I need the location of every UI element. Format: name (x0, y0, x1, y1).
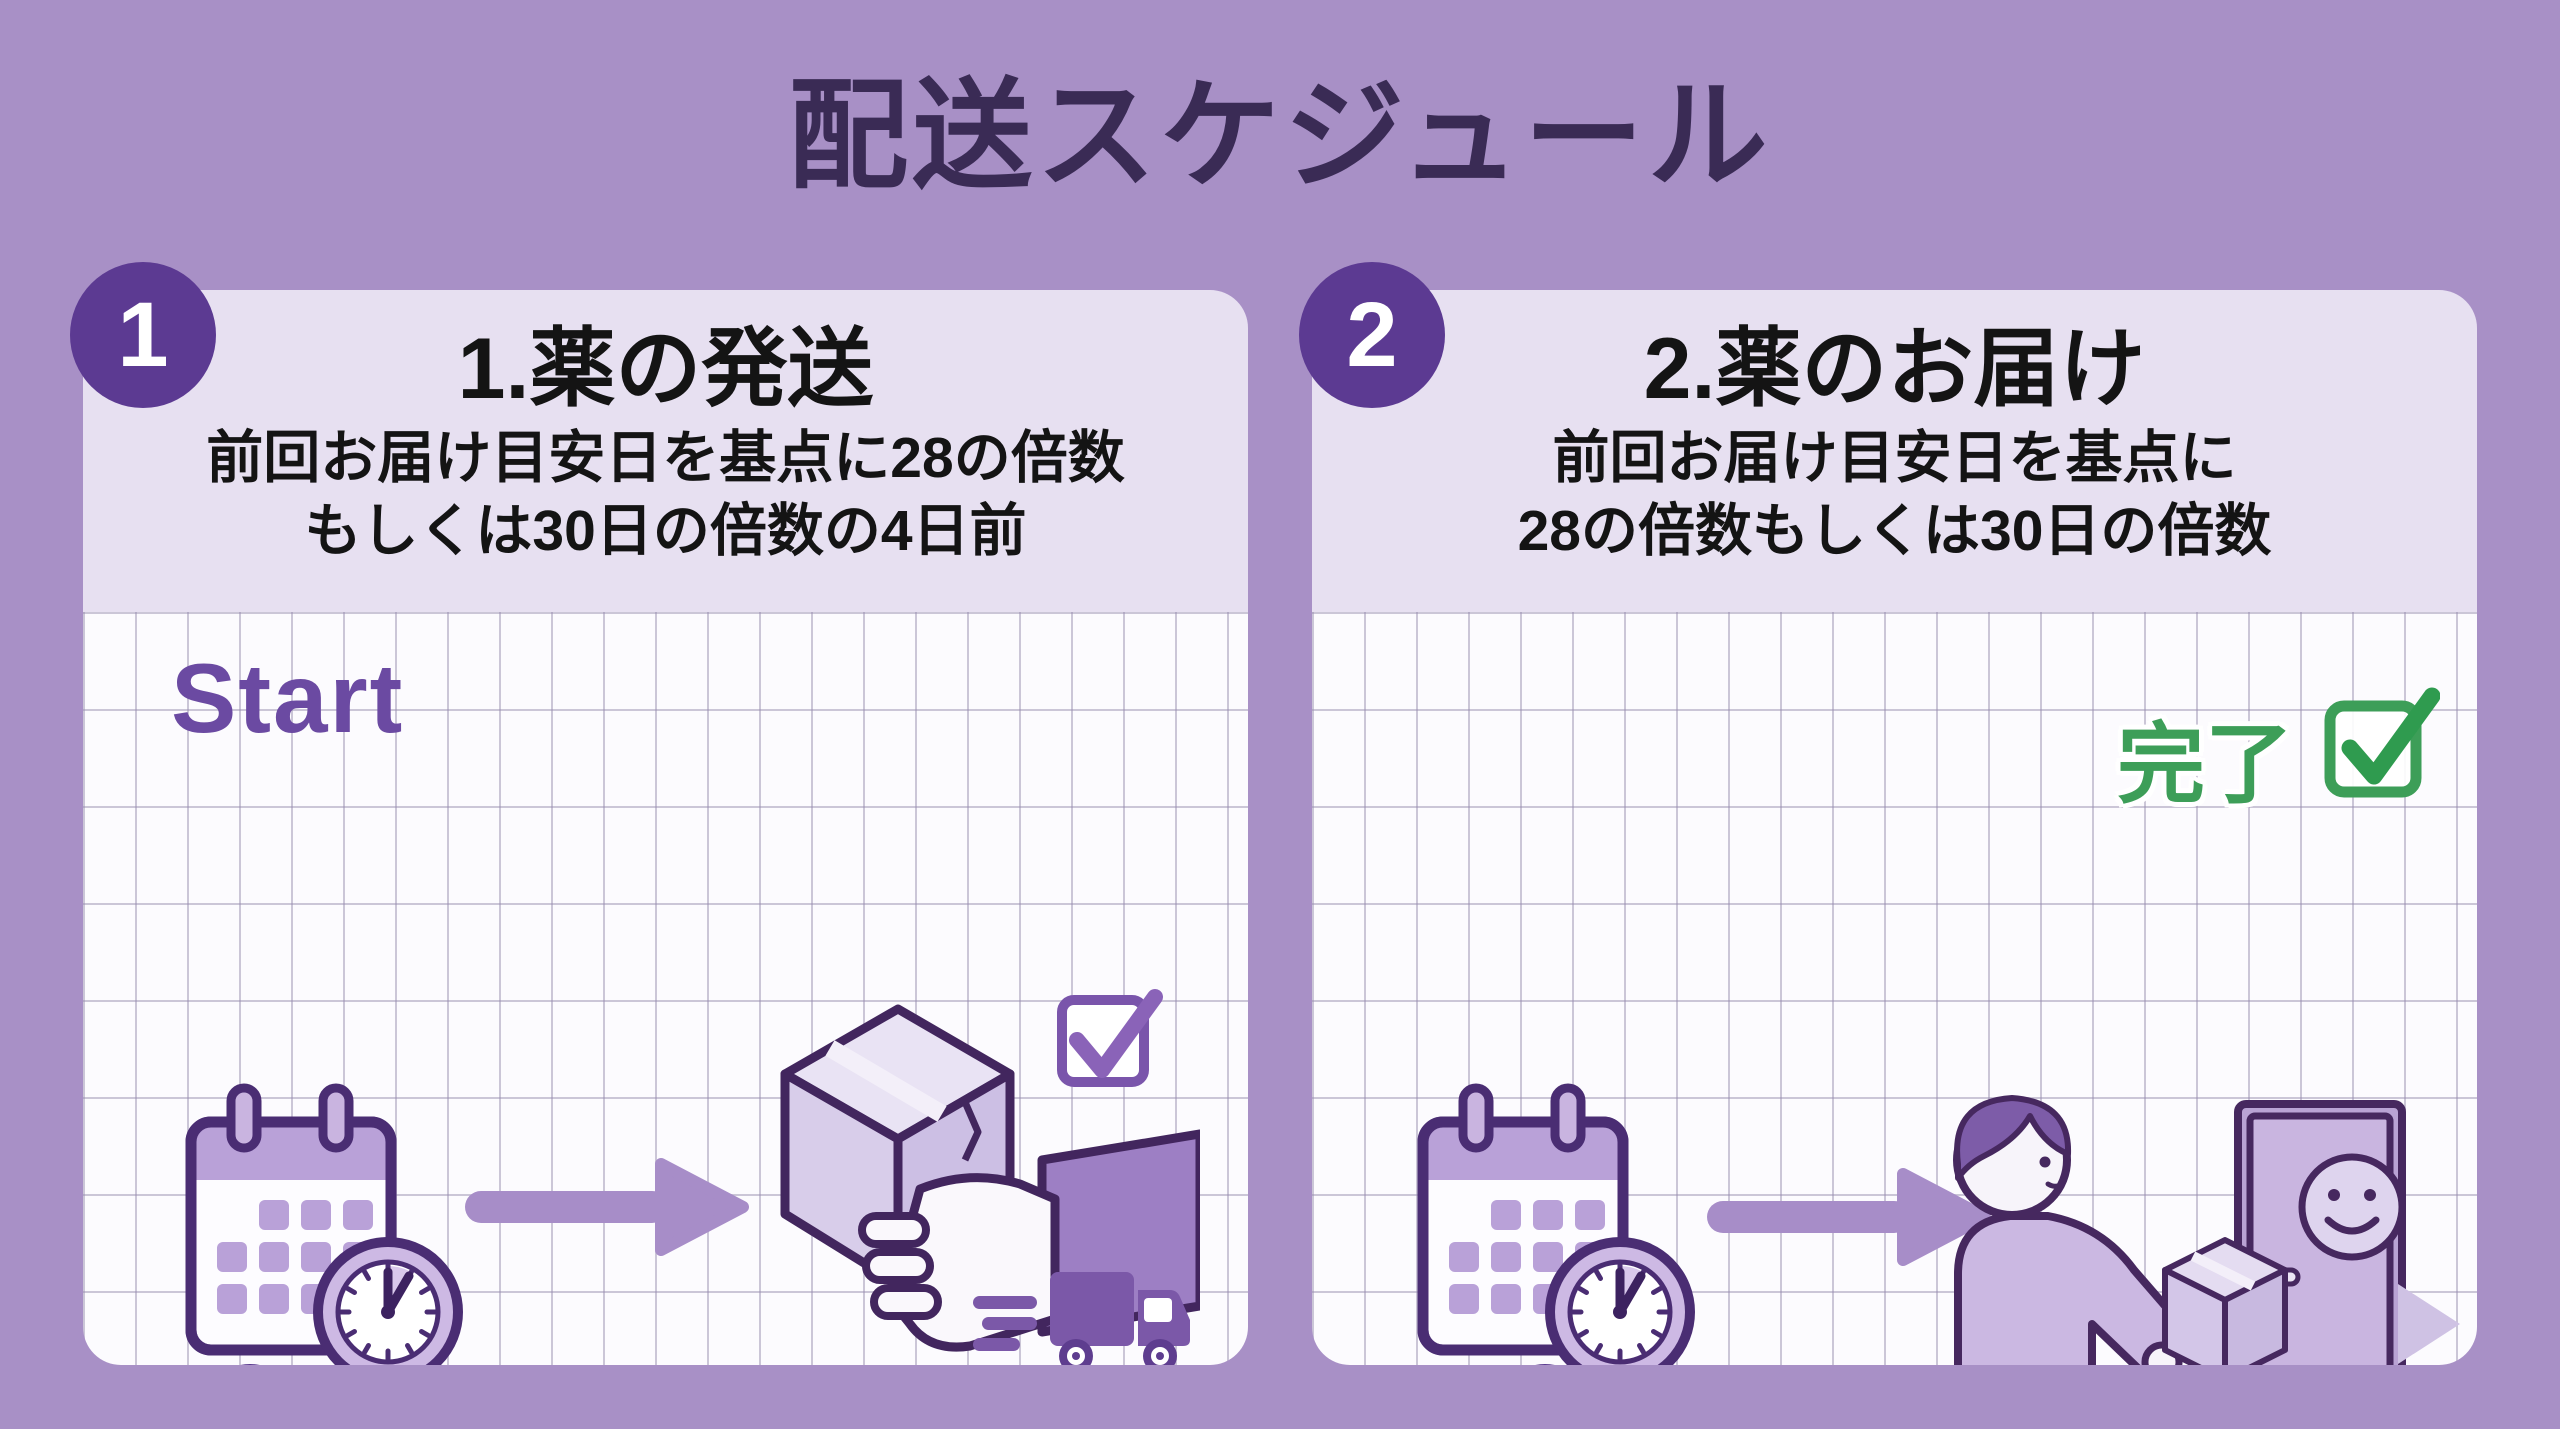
person-delivery-icon (1953, 1095, 2406, 1365)
timeline-dot-start (1493, 1364, 1597, 1365)
clock-icon (313, 1237, 463, 1365)
card-delivery-body: 完了 前回お届け 目安日 28日後 / 30日後 (1312, 612, 2477, 1365)
smiley-icon (2298, 1153, 2406, 1261)
card-shipping-subtitle-line1: 前回お届け目安日を基点に28の倍数 (206, 425, 1125, 490)
card-delivery-header: 2.薬のお届け 前回お届け目安日を基点に 28の倍数もしくは30日の倍数 (1312, 290, 2477, 612)
corner-next-arrow-icon (2398, 1284, 2460, 1364)
package-handover-icon (780, 989, 1200, 1365)
card-delivery-subtitle-line1: 前回お届け目安日を基点に (1552, 425, 2237, 490)
arrow-right-icon (1707, 1168, 1991, 1266)
calendar-clock-icon (185, 1083, 463, 1365)
card-shipping-body: Start (83, 612, 1248, 1365)
step-2-badge: 2 (1299, 262, 1445, 408)
arrow-right-icon (465, 1158, 749, 1256)
complete-checkbox-icon (2324, 687, 2440, 798)
person (1953, 1095, 2194, 1365)
card-delivery-subtitle-line2: 28の倍数もしくは30日の倍数 (1517, 499, 2272, 564)
step-1-badge: 1 (70, 262, 216, 408)
card-delivery-title: 2.薬のお届け (1643, 321, 2146, 417)
checkbox-checked-icon (1057, 989, 1163, 1087)
delivered-box (2162, 1237, 2288, 1365)
start-label: Start (171, 643, 405, 753)
delivery-truck-icon (973, 1272, 1190, 1365)
calendar-clock-icon (1417, 1083, 1695, 1365)
complete-label: 完了 (2117, 715, 2294, 814)
card-shipping-subtitle-line2: もしくは30日の倍数の4日前 (304, 499, 1027, 564)
page-title: 配送スケジュール (788, 69, 1772, 203)
card-shipping-title: 1.薬の発送 (457, 321, 874, 417)
card-shipping-header: 1.薬の発送 前回お届け目安日を基点に28の倍数 もしくは30日の倍数の4日前 (83, 290, 1248, 612)
clock-icon (1545, 1237, 1695, 1365)
card-shipping: 1.薬の発送 前回お届け目安日を基点に28の倍数 もしくは30日の倍数の4日前 … (83, 290, 1248, 1365)
card-delivery: 2.薬のお届け 前回お届け目安日を基点に 28の倍数もしくは30日の倍数 (1312, 290, 2477, 1365)
timeline-dot-start (198, 1364, 302, 1365)
